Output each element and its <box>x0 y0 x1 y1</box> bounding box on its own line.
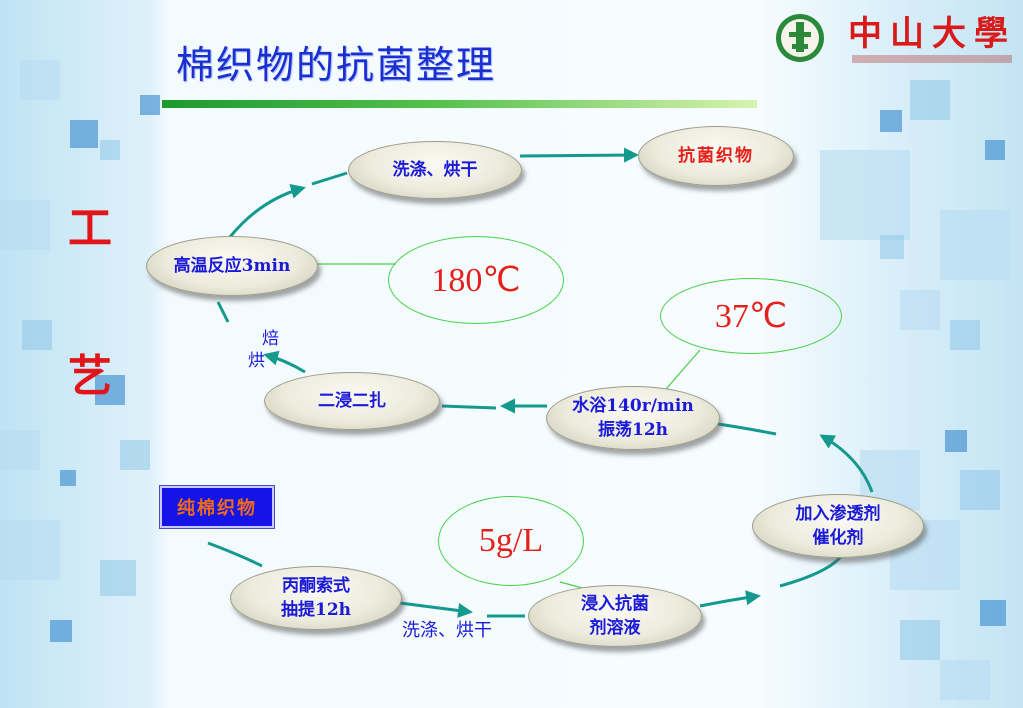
bubble-concentration: 5g/L <box>438 496 584 586</box>
node-add-penetrant: 加入渗透剂 催化剂 <box>752 494 924 558</box>
pure-cotton-box: 纯棉织物 <box>160 486 274 528</box>
node-high-temp-reaction: 高温反应3min <box>146 236 318 296</box>
node-soxhlet-extraction: 丙酮索式 抽提12h <box>230 566 402 630</box>
arrow-dip-to-bake <box>263 350 306 374</box>
bubble-temp-37: 37℃ <box>660 278 842 354</box>
arrow-line-penetrant <box>779 554 844 588</box>
arrow-hightemp-to-wash <box>228 184 306 238</box>
node-water-bath: 水浴140r/min 振荡12h <box>546 386 720 450</box>
arrow-immerse-to-penetrant <box>699 590 761 608</box>
arrow-line-wash <box>311 171 348 186</box>
label-wash-dry-bottom: 洗涤、烘干 <box>402 620 492 641</box>
side-char-gong: 工 <box>68 203 112 254</box>
arrow-soxhlet-to-immerse <box>399 601 473 618</box>
logo-subtitle-graphic <box>852 55 1012 63</box>
arrow-line-hightemp <box>216 301 230 323</box>
node-wash-dry-top: 洗涤、烘干 <box>348 141 522 199</box>
arrow-line-dip <box>441 404 497 410</box>
university-emblem-icon <box>776 14 824 62</box>
arrow-wash-to-fabric <box>519 147 639 163</box>
arrow-pure-to-soxhlet <box>207 541 263 568</box>
node-immerse-solution: 浸入抗菌 剂溶液 <box>528 585 702 647</box>
bubble-temp-180: 180℃ <box>388 236 564 324</box>
node-antibacterial-fabric: 抗菌织物 <box>638 126 794 186</box>
node-double-dip: 二浸二扎 <box>264 372 440 430</box>
label-bake-1: 焙 <box>262 329 279 349</box>
university-logo-text: 中山大學 <box>848 14 1016 54</box>
side-char-yi: 艺 <box>68 351 112 402</box>
label-bake-2: 烘 <box>248 351 265 371</box>
arrow-penetrant-to-waterbath <box>819 434 874 493</box>
page-title: 棉织物的抗菌整理 <box>176 43 497 87</box>
title-underline <box>162 100 757 108</box>
arrow-line-waterbath <box>717 422 777 436</box>
